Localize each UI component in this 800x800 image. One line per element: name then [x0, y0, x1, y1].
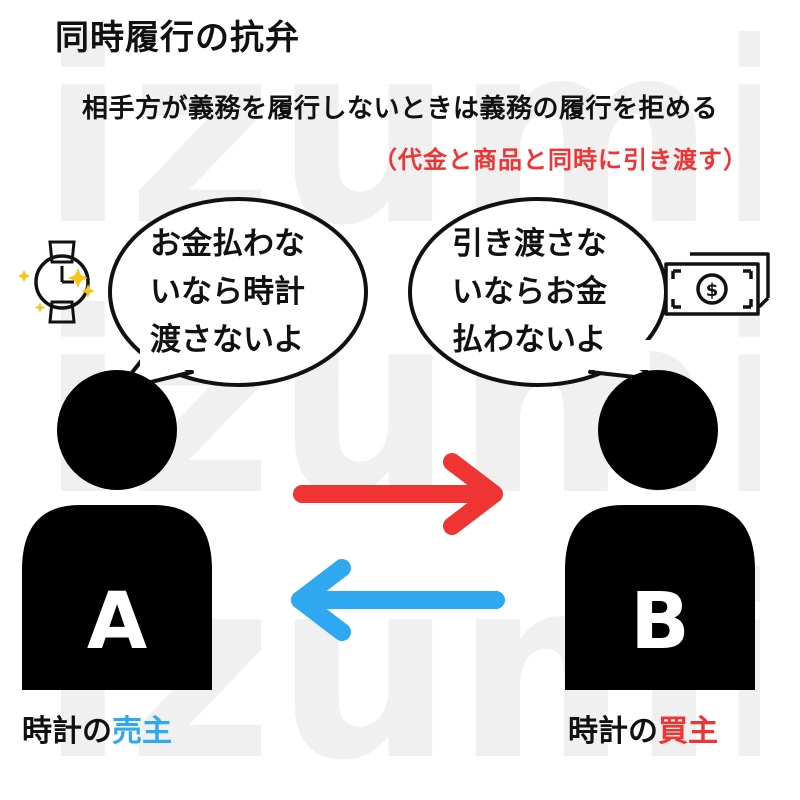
watch-sparkle-icon	[18, 240, 95, 324]
bubble-a-line: 渡さないよ	[150, 322, 305, 358]
role-label-b: 時計の買主	[568, 706, 718, 750]
role-a-prefix: 時計の	[22, 714, 112, 749]
money-banknote-icon: $	[664, 252, 770, 316]
bubble-b-text: 引き渡さな いならお金 払わないよ	[452, 220, 607, 364]
page-title: 同時履行の抗弁	[55, 18, 300, 58]
role-b-emphasis: 買主	[658, 714, 718, 749]
arrow-a-to-b	[293, 453, 503, 535]
svg-text:$: $	[706, 280, 719, 301]
bubble-a-text: お金払わな いなら時計 渡さないよ	[150, 220, 305, 364]
person-a-letter: A	[87, 577, 147, 667]
role-a-emphasis: 売主	[112, 714, 172, 749]
subtitle: 相手方が義務を履行しないときは義務の履行を拒める	[81, 94, 718, 124]
role-label-a: 時計の売主	[22, 706, 172, 750]
person-b-silhouette	[565, 370, 755, 690]
speech-bubble-b	[408, 197, 668, 387]
bubble-b-line: 引き渡さな	[452, 226, 607, 262]
bubble-b-line: いならお金	[452, 274, 607, 310]
bubble-a-line: お金払わな	[150, 226, 305, 262]
person-b-letter: B	[630, 577, 689, 667]
note: （代金と商品と同時に引き渡す）	[373, 146, 748, 174]
bubble-b-line: 払わないよ	[452, 322, 607, 358]
person-a-silhouette	[22, 370, 212, 690]
role-b-prefix: 時計の	[568, 714, 658, 749]
bubble-a-line: いなら時計	[150, 274, 305, 310]
arrow-b-to-a	[291, 559, 505, 641]
